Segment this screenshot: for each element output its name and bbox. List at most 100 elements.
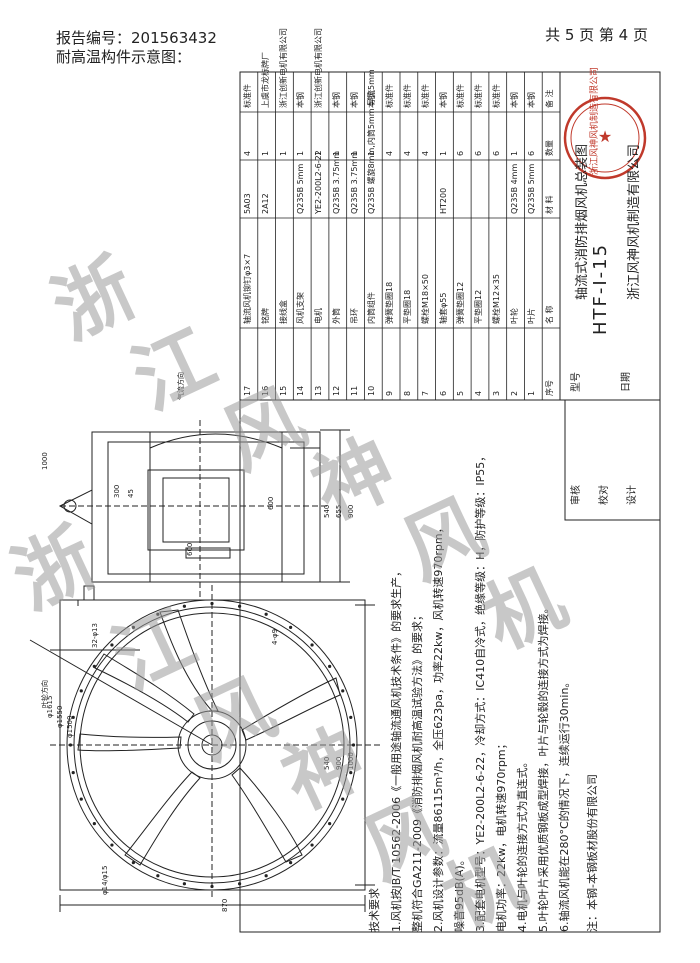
table-row-note: 标准件 bbox=[491, 84, 501, 108]
bolt-holes bbox=[68, 601, 356, 889]
dim-540b: 540 bbox=[323, 504, 331, 518]
table-row-note: 标准件 bbox=[474, 84, 484, 108]
dim-1000-b: 1000 bbox=[41, 452, 49, 470]
bolt-hole bbox=[341, 689, 345, 693]
table-row-material: Q235B 3.75mm bbox=[331, 151, 341, 214]
table-row-name: 内筒组件 bbox=[367, 292, 377, 324]
bolt-hole bbox=[310, 843, 314, 847]
dim-motor: 600 bbox=[186, 542, 194, 556]
table-row-qty: 1 bbox=[278, 150, 288, 156]
tech-note-line: 电机功率：22kw，电机转速970rpm； bbox=[495, 738, 508, 932]
date-label: 日期 bbox=[621, 372, 632, 392]
tech-note-line: 噪音95dB(A)。 bbox=[453, 854, 466, 932]
table-row-seq: 12 bbox=[331, 385, 341, 396]
table-head-seq: 序号 bbox=[545, 380, 555, 396]
airflow-label: 气流方向 bbox=[177, 372, 185, 400]
table-row-qty: 1 bbox=[260, 150, 270, 156]
table-row-material: 2A12 bbox=[260, 193, 270, 214]
dim-d1500: φ1500 bbox=[66, 715, 74, 738]
dim-holes: 32-φ13 bbox=[91, 623, 99, 648]
table-row-note: 标准件 bbox=[403, 84, 412, 108]
parts-table-lines bbox=[240, 72, 560, 400]
table-row-note: 浙江创新电机有限公司 bbox=[314, 28, 324, 108]
page-info: 共 5 页 第 4 页 bbox=[545, 26, 648, 44]
bolt-hole bbox=[71, 771, 75, 775]
table-row-name: 叶轮 bbox=[509, 308, 519, 324]
table-row-seq: 17 bbox=[243, 385, 252, 396]
bolt-hole bbox=[328, 822, 332, 826]
bolt-hole bbox=[156, 612, 160, 616]
tech-note-line: 4.电机与叶轮的连接方式为直连式。 bbox=[516, 756, 529, 933]
table-row-name: 弹簧垫圈12 bbox=[456, 281, 466, 324]
table-row-qty: 4 bbox=[403, 150, 412, 156]
table-row-material: Q235B 螺旋8mm,内筒5mm 导流5mm bbox=[367, 69, 377, 214]
table-row-seq: 15 bbox=[278, 385, 288, 396]
table-head-note: 备 注 bbox=[545, 89, 555, 108]
dim-900: 900 bbox=[335, 756, 343, 770]
tech-note-line: 3.配套电机型号：YE2-200L2-6-22，冷却方式：IC410自冷式，绝缘… bbox=[474, 450, 487, 932]
front-view bbox=[29, 585, 380, 912]
dim-d99: 4-φ9 bbox=[271, 628, 279, 645]
bolt-hole bbox=[349, 715, 353, 719]
table-row-seq: 7 bbox=[420, 390, 430, 396]
table-head-name: 名 称 bbox=[545, 305, 555, 324]
table-row-material: YE2-200L2-6-22 bbox=[314, 150, 324, 214]
dim-d1550: φ1550 bbox=[56, 705, 64, 728]
bolt-hole bbox=[79, 797, 83, 801]
table-row-name: 吊环 bbox=[349, 308, 359, 324]
table-head-material: 材 料 bbox=[545, 195, 555, 214]
table-row-note: 本钢 bbox=[438, 92, 448, 108]
table-row-note: 本钢 bbox=[509, 92, 519, 108]
table-row-qty: 4 bbox=[420, 150, 430, 156]
table-row-note: 标准件 bbox=[385, 84, 395, 108]
table-row-note: 上虞市龙标牌厂 bbox=[260, 52, 270, 108]
tech-notes-footer: 注：本钢-本钢板材股份有限公司 bbox=[586, 774, 599, 932]
table-row-material: HT200 bbox=[438, 187, 448, 214]
table-row-name: 螺栓M18×50 bbox=[420, 274, 430, 324]
table-row-seq: 4 bbox=[474, 390, 484, 396]
bolt-hole bbox=[131, 861, 135, 865]
table-row-seq: 2 bbox=[509, 390, 519, 396]
table-row-qty: 1 bbox=[296, 150, 306, 156]
table-row-name: 平垫圈12 bbox=[474, 289, 484, 324]
bolt-hole bbox=[341, 797, 345, 801]
table-row-material: Q235B 5mm bbox=[527, 163, 537, 214]
product-name: 轴流式消防排烟风机总装图 bbox=[575, 143, 590, 300]
bolt-hole bbox=[92, 664, 96, 668]
table-row-qty: 1 bbox=[367, 150, 377, 156]
dim-600: 600 bbox=[267, 496, 275, 510]
table-row-material: Q235B 3.75mm bbox=[349, 151, 359, 214]
bolt-hole bbox=[351, 743, 356, 747]
bolt-hole bbox=[210, 601, 214, 606]
bolt-hole bbox=[349, 771, 353, 775]
bolt-hole bbox=[182, 604, 186, 608]
bolt-hole bbox=[156, 874, 160, 878]
dim-45: 45 bbox=[127, 489, 135, 498]
bolt-hole bbox=[110, 643, 114, 647]
bolt-hole bbox=[92, 822, 96, 826]
tech-note-line: 1.风机按JB/T 10562-2006《一般用途轴流通风机技术条件》的要求生产… bbox=[390, 565, 403, 932]
table-row-seq: 6 bbox=[438, 390, 448, 396]
company-name: 浙江风神风机制造有限公司 bbox=[627, 143, 642, 300]
table-row-material: Q235B 4mm bbox=[509, 163, 519, 214]
table-row-seq: 1 bbox=[527, 390, 537, 396]
bolt-hole bbox=[131, 625, 135, 629]
dim-900b: 900 bbox=[347, 504, 355, 518]
bolt-hole bbox=[264, 874, 268, 878]
tech-note-line: 整机符合GA211-2009《消防排烟风机耐高温试验方法》的要求； bbox=[411, 609, 424, 932]
table-row-seq: 5 bbox=[456, 390, 466, 396]
bolt-hole bbox=[310, 643, 314, 647]
table-row-note: 浙江创新电机有限公司 bbox=[278, 28, 288, 108]
dim-300: 300 bbox=[113, 484, 121, 498]
table-row-qty: 1 bbox=[438, 150, 448, 156]
dim-hole14: φ14/φ15 bbox=[101, 865, 109, 895]
table-row-note: 本钢 bbox=[349, 92, 359, 108]
bolt-hole bbox=[238, 882, 242, 886]
role-review: 审核 bbox=[571, 485, 582, 505]
bolt-hole bbox=[110, 843, 114, 847]
tech-notes-title: 技术要求 bbox=[368, 888, 381, 932]
bolt-hole bbox=[238, 604, 242, 608]
table-row-seq: 14 bbox=[296, 385, 306, 396]
table-row-note: 本钢 bbox=[527, 92, 537, 108]
